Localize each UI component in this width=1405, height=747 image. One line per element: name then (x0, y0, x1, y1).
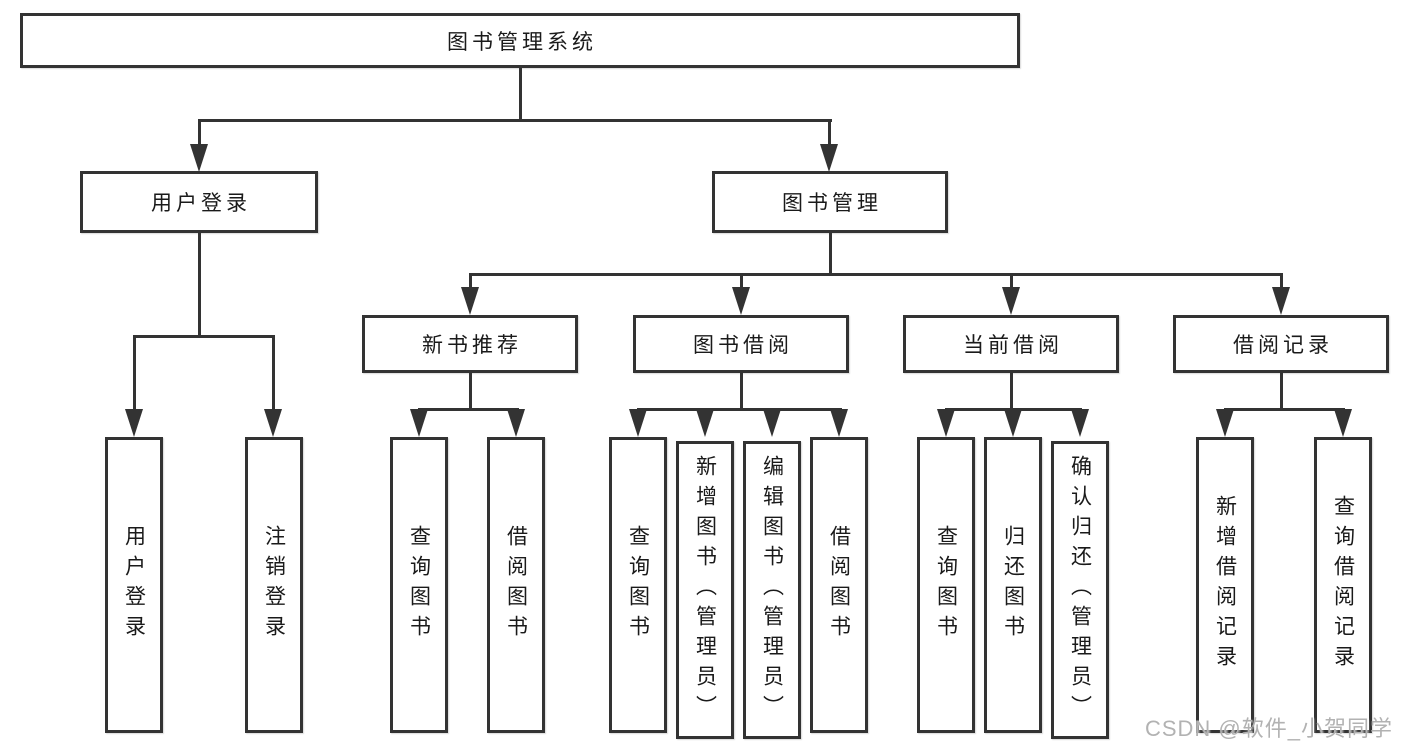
arrow-down-icon (1004, 409, 1022, 437)
leaf-label: 编辑图书（管理员） (760, 455, 784, 725)
arrow-down-icon (461, 287, 479, 315)
arrow-down-icon (125, 409, 143, 437)
leaf-query-borrow-record: 查询借阅记录 (1314, 437, 1372, 733)
leaf-add-book-admin: 新增图书（管理员） (676, 441, 734, 739)
csdn-watermark: CSDN @软件_小贺同学 (1144, 716, 1393, 741)
leaf-user-login: 用户登录 (105, 437, 163, 733)
connector-line (519, 68, 522, 119)
node-new-book-recommendation: 新书推荐 (362, 315, 578, 373)
node-user-login: 用户登录 (80, 171, 318, 233)
node-book-borrowing: 图书借阅 (633, 315, 849, 373)
leaf-edit-book-admin: 编辑图书（管理员） (743, 441, 801, 739)
leaf-label: 借阅图书 (827, 525, 851, 645)
leaf-label: 借阅图书 (504, 525, 528, 645)
leaf-borrow-books: 借阅图书 (810, 437, 868, 733)
arrow-down-icon (190, 144, 208, 172)
arrow-down-icon (732, 287, 750, 315)
leaf-label: 注销登录 (262, 525, 286, 645)
arrow-down-icon (629, 409, 647, 437)
node-borrowing-records: 借阅记录 (1173, 315, 1389, 373)
leaf-label: 归还图书 (1001, 525, 1025, 645)
leaf-label: 新增图书（管理员） (693, 455, 717, 725)
arrow-down-icon (410, 409, 428, 437)
node-current-borrowing: 当前借阅 (903, 315, 1119, 373)
connector-line (469, 276, 472, 289)
leaf-query-books-current: 查询图书 (917, 437, 975, 733)
leaf-label: 查询借阅记录 (1331, 495, 1355, 675)
arrow-down-icon (1002, 287, 1020, 315)
arrow-down-icon (1272, 287, 1290, 315)
connector-line (1280, 276, 1283, 289)
connector-line (1280, 373, 1283, 408)
leaf-borrow-books-recommend: 借阅图书 (487, 437, 545, 733)
leaf-confirm-return-admin: 确认归还（管理员） (1051, 441, 1109, 739)
connector-line (198, 233, 201, 335)
connector-line (1010, 276, 1013, 289)
leaf-label: 用户登录 (122, 525, 146, 645)
connector-line (469, 273, 1283, 276)
leaf-add-borrow-record: 新增借阅记录 (1196, 437, 1254, 733)
connector-line (1224, 408, 1345, 411)
connector-line (740, 373, 743, 408)
arrow-down-icon (1334, 409, 1352, 437)
leaf-label: 查询图书 (934, 525, 958, 645)
leaf-label: 确认归还（管理员） (1068, 455, 1092, 725)
root-node-library-management-system: 图书管理系统 (20, 13, 1020, 68)
arrow-down-icon (264, 409, 282, 437)
connector-line (133, 338, 136, 409)
arrow-down-icon (763, 409, 781, 437)
connector-line (198, 122, 201, 144)
leaf-query-books-borrow: 查询图书 (609, 437, 667, 733)
connector-line (740, 276, 743, 289)
connector-line (828, 122, 831, 144)
arrow-down-icon (1216, 409, 1234, 437)
connector-line (1010, 373, 1013, 408)
connector-line (272, 338, 275, 409)
connector-line (469, 373, 472, 408)
leaf-label: 新增借阅记录 (1213, 495, 1237, 675)
connector-line (418, 408, 519, 411)
leaf-query-books-recommend: 查询图书 (390, 437, 448, 733)
leaf-logout: 注销登录 (245, 437, 303, 733)
connector-line (198, 119, 832, 122)
arrow-down-icon (1071, 409, 1089, 437)
arrow-down-icon (696, 409, 714, 437)
leaf-label: 查询图书 (626, 525, 650, 645)
connector-line (829, 233, 832, 273)
arrow-down-icon (830, 409, 848, 437)
arrow-down-icon (507, 409, 525, 437)
arrow-down-icon (937, 409, 955, 437)
connector-line (637, 408, 842, 411)
connector-line (133, 335, 275, 338)
arrow-down-icon (820, 144, 838, 172)
leaf-return-book: 归还图书 (984, 437, 1042, 733)
leaf-label: 查询图书 (407, 525, 431, 645)
node-book-management: 图书管理 (712, 171, 948, 233)
